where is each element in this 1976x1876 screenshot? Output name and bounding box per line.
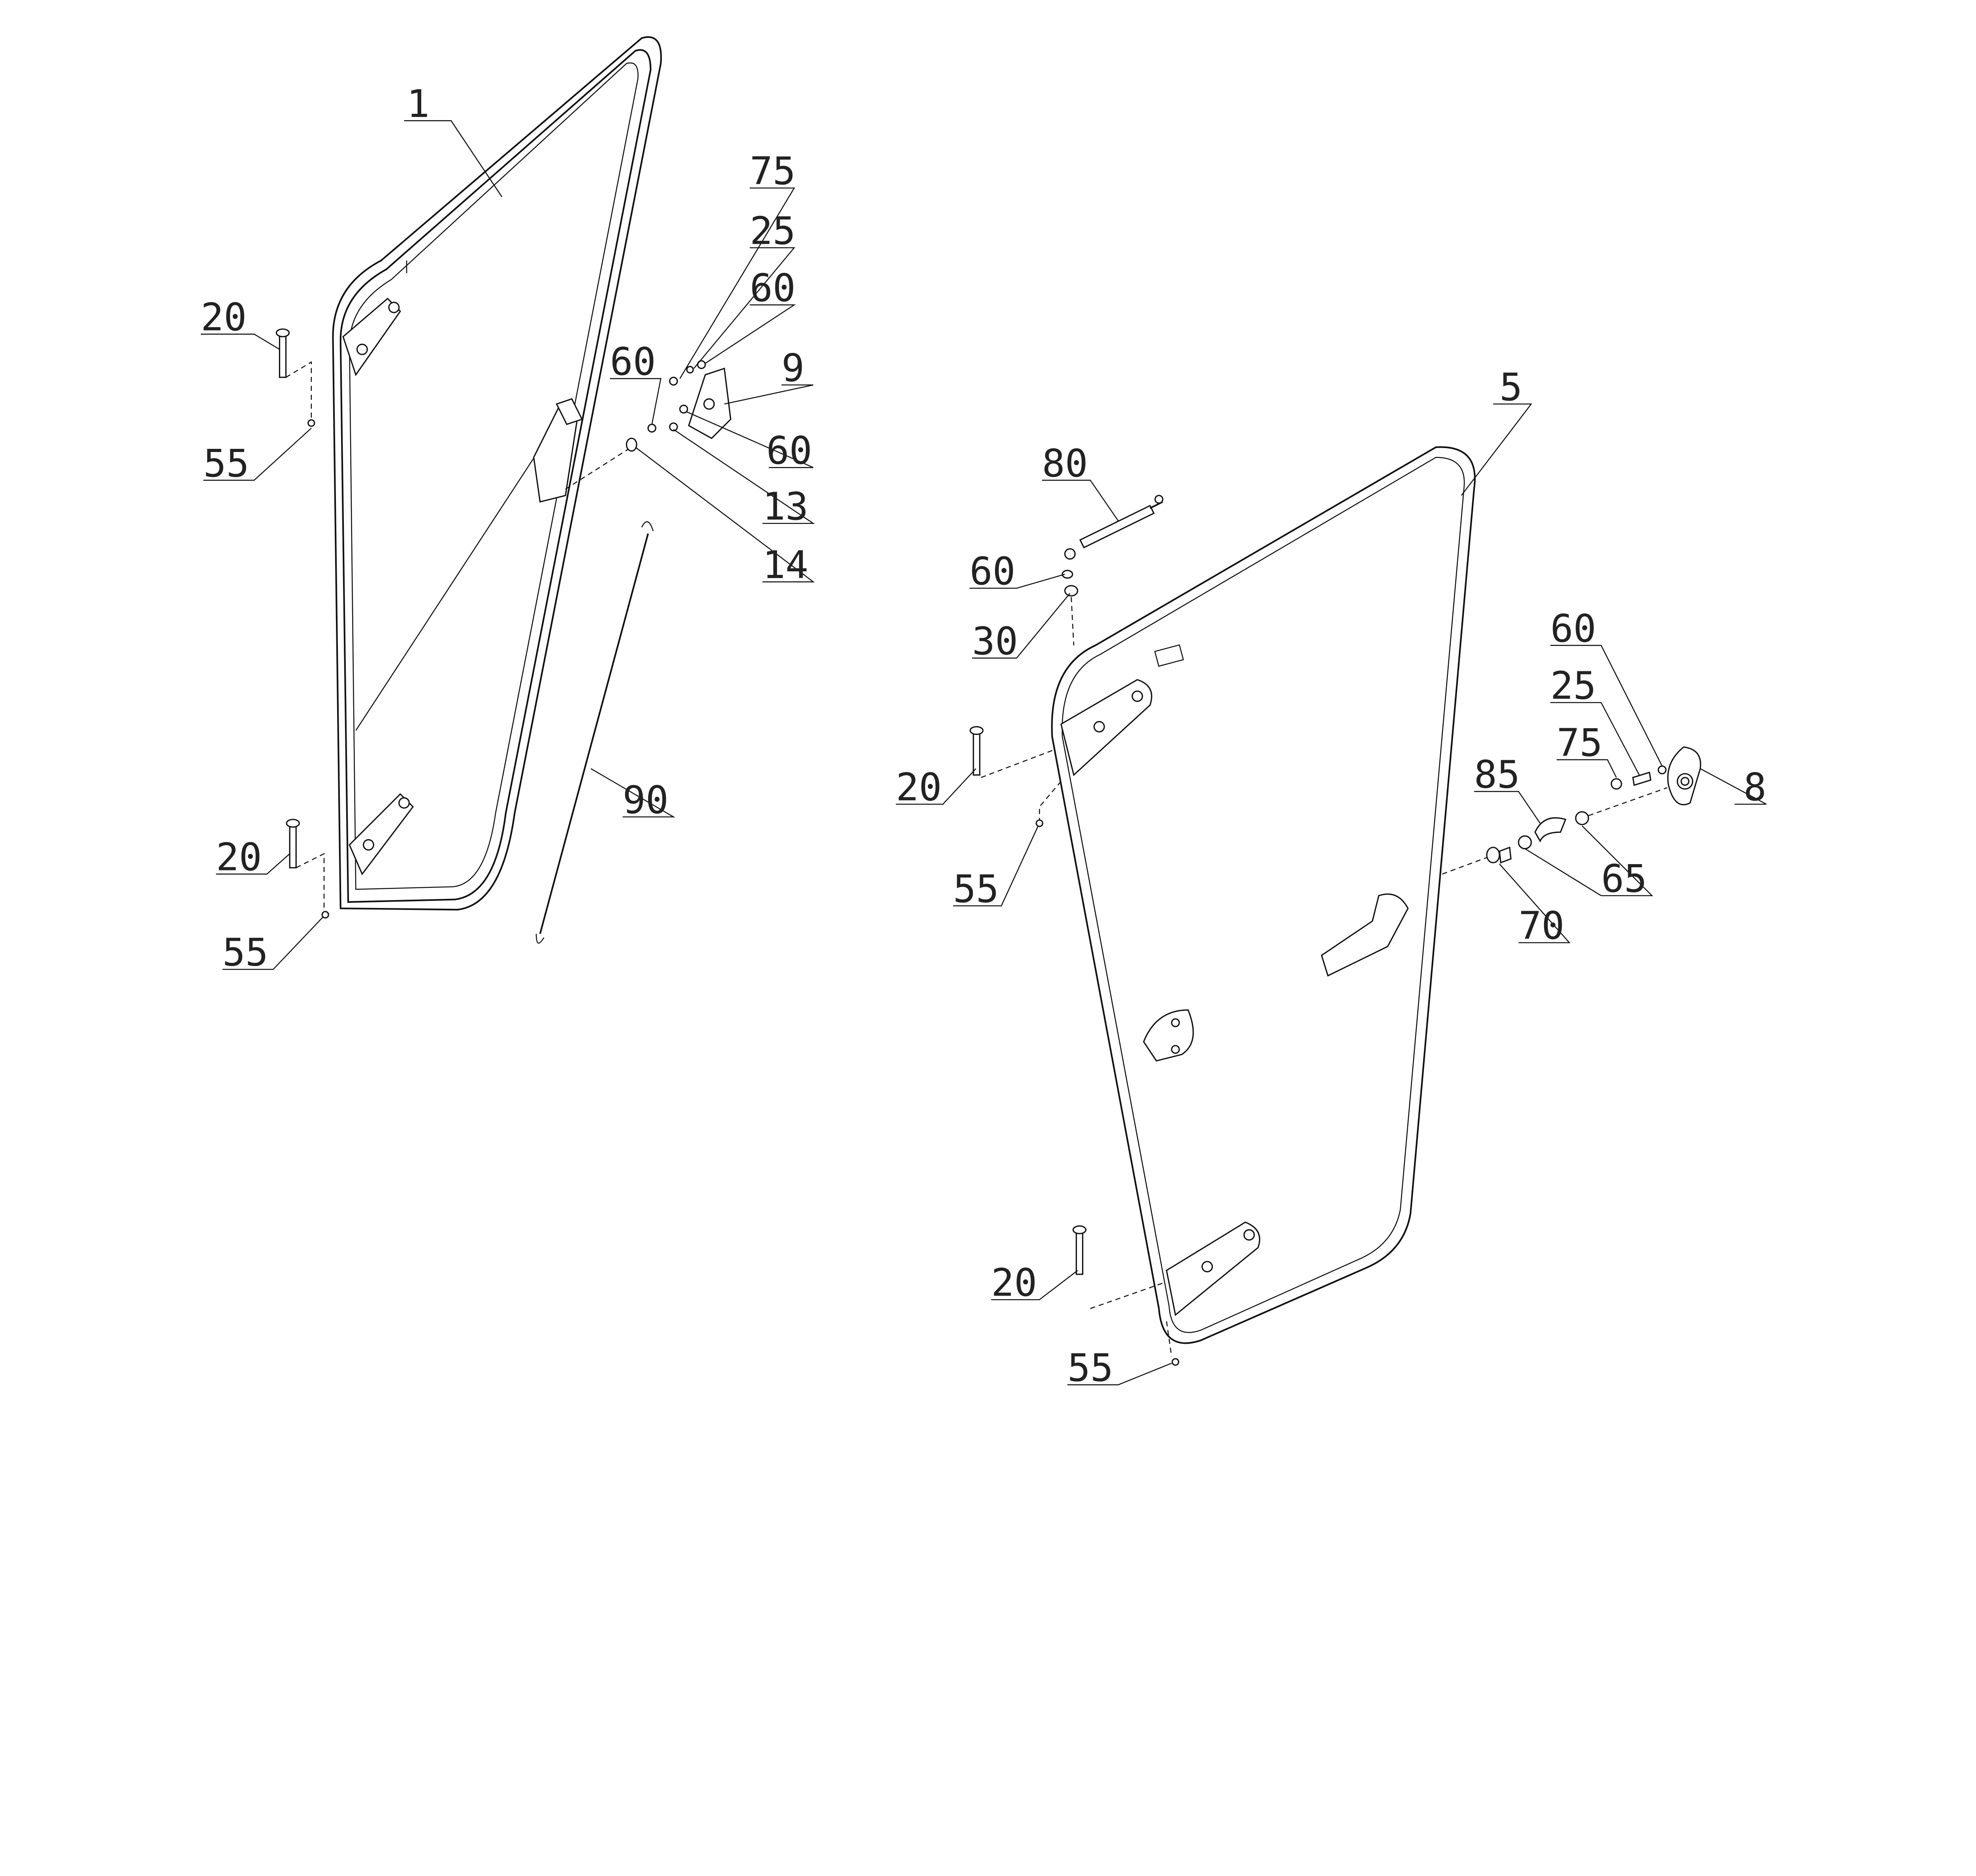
callout-55: 55: [222, 930, 268, 975]
striker-plate: [688, 367, 732, 439]
callout-30: 30: [972, 619, 1018, 663]
callout-65: 65: [1601, 856, 1647, 901]
left-door-frame: [332, 36, 662, 911]
callout-90: 90: [623, 778, 669, 822]
callout-60: 60: [969, 549, 1015, 593]
callout-1: 1: [407, 81, 430, 126]
callout-55: 55: [203, 441, 249, 486]
left-door-assembly: [275, 36, 732, 944]
gas-strut: [1064, 495, 1163, 560]
handle-mount-plate: [1143, 1009, 1194, 1062]
lower-hinge-pin: [286, 819, 300, 868]
callout-9: 9: [781, 346, 804, 390]
callout-8: 8: [1744, 765, 1767, 810]
retaining-cable: [535, 521, 654, 944]
callout-75: 75: [1557, 720, 1603, 765]
right-door-frame: [1051, 446, 1476, 1344]
left-lower-nut: [321, 911, 329, 919]
callout-60: 60: [766, 428, 812, 473]
callout-20: 20: [991, 1260, 1037, 1305]
callout-13: 13: [762, 484, 808, 529]
right-door-assembly: [969, 446, 1701, 1366]
latch-pin: [626, 437, 637, 452]
exploded-parts-diagram: 1 20 55 75 25 60 9 60 60 13 14 90 20 55 …: [201, 36, 1767, 1390]
latch-bracket: [533, 398, 583, 503]
upper-hinge-plate: [342, 298, 401, 377]
callout-80: 80: [1042, 441, 1088, 486]
right-upper-hinge-plate: [1060, 679, 1152, 776]
callout-20: 20: [216, 835, 262, 880]
right-lower-hinge-pin: [1072, 1225, 1087, 1275]
callout-25: 25: [750, 208, 796, 253]
right-upper-hinge-pin: [969, 726, 984, 776]
callout-60: 60: [1550, 606, 1596, 651]
callout-14: 14: [762, 542, 808, 587]
callout-60: 60: [750, 266, 796, 310]
callout-55: 55: [1067, 1345, 1113, 1390]
right-lower-hinge-plate: [1165, 1221, 1260, 1316]
left-upper-nut: [307, 419, 315, 427]
callout-labels: 1 20 55 75 25 60 9 60 60 13 14 90 20 55 …: [201, 81, 1767, 1390]
callout-70: 70: [1518, 903, 1564, 948]
door-handle: [1321, 893, 1409, 977]
callout-25: 25: [1550, 663, 1596, 708]
lower-hinge-plate: [349, 793, 414, 876]
callout-20: 20: [896, 765, 942, 810]
right-striker-plate: [1667, 746, 1701, 806]
callout-85: 85: [1474, 752, 1520, 797]
callout-55: 55: [953, 866, 999, 911]
callout-75: 75: [750, 149, 796, 193]
callout-20: 20: [201, 295, 247, 339]
upper-hinge-pin: [275, 328, 290, 378]
callout-5: 5: [1499, 365, 1522, 409]
leader-lines: [201, 120, 1767, 1386]
callout-60: 60: [610, 339, 656, 384]
